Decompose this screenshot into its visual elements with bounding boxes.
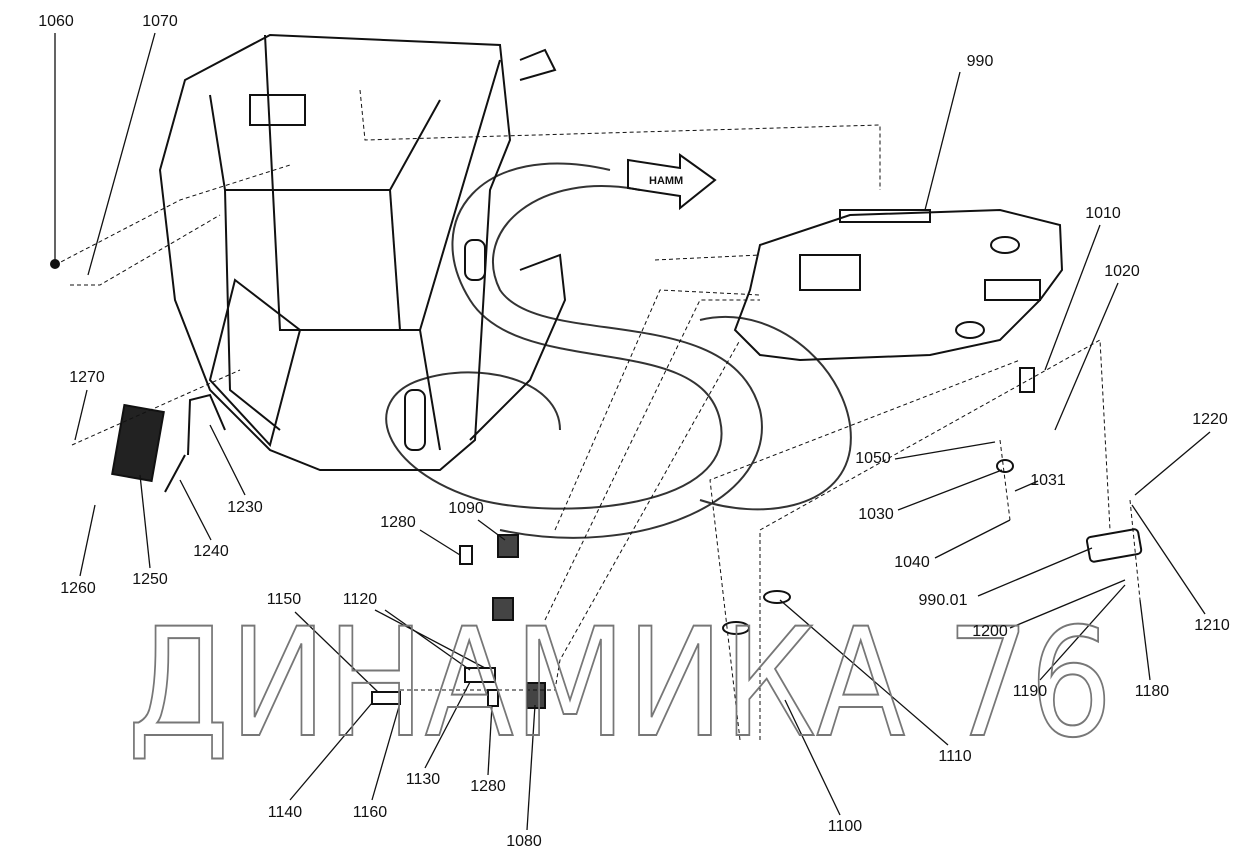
part-label-1220: 1220: [1192, 411, 1228, 428]
part-label-1150: 1150: [266, 591, 302, 608]
part-label-1050: 1050: [855, 450, 891, 467]
part-label-1280-bottom: 1280: [470, 778, 506, 795]
part-label-1110: 1110: [938, 748, 972, 765]
part-label-1230: 1230: [227, 499, 263, 516]
part-label-1070: 1070: [142, 13, 178, 30]
part-label-1280-top: 1280: [380, 514, 416, 531]
part-label-1140: 1140: [267, 804, 303, 821]
cab-frame: [158, 33, 567, 471]
part-label-1270: 1270: [69, 369, 105, 386]
part-label-1060: 1060: [38, 13, 74, 30]
part-label-1160: 1160: [352, 804, 388, 821]
small-parts: HAMM: [50, 153, 1143, 709]
part-label-1010: 1010: [1085, 205, 1121, 222]
part-label-1190: 1190: [1012, 683, 1048, 700]
part-label-1120: 1120: [342, 591, 378, 608]
part-label-1030: 1030: [858, 506, 894, 523]
part-label-1240: 1240: [193, 543, 229, 560]
part-label-1250: 1250: [132, 571, 168, 588]
hamm-logo: HAMM: [649, 175, 683, 187]
leader-lines: [54, 32, 1211, 831]
part-label-1080: 1080: [506, 833, 542, 850]
part-label-1100: 1100: [827, 818, 863, 835]
part-label-1031: 1031: [1030, 472, 1066, 489]
part-label-1210: 1210: [1194, 617, 1230, 634]
part-label-1130: 1130: [405, 771, 441, 788]
part-label-1020: 1020: [1104, 263, 1140, 280]
part-label-1090: 1090: [448, 500, 484, 517]
watermark-swirl: [385, 162, 852, 539]
part-label-1260: 1260: [60, 580, 96, 597]
part-label-1200: 1200: [972, 623, 1008, 640]
assembly-lines: [54, 89, 1141, 741]
roof-panel: [733, 208, 1064, 362]
part-label-1040: 1040: [894, 554, 930, 571]
part-label-990: 990: [966, 53, 994, 70]
watermark-text: ДИНАМИКА 76: [128, 597, 1113, 771]
part-label-990-01: 990.01: [918, 592, 968, 609]
part-label-1180: 1180: [1134, 683, 1170, 700]
